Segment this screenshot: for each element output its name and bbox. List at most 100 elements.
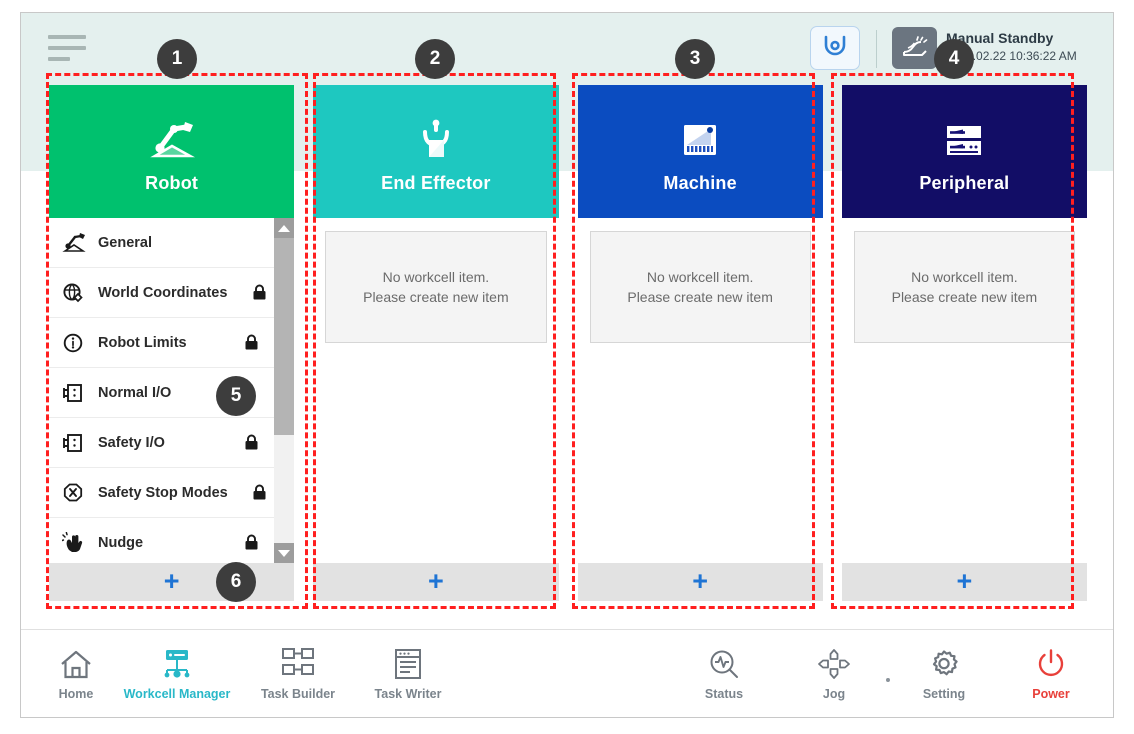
robot-arm-icon: [146, 115, 198, 167]
add-peripheral-button[interactable]: +: [841, 563, 1087, 601]
nav-item-home[interactable]: Home: [21, 644, 131, 701]
nav-label: Home: [58, 687, 94, 701]
nav-item-task-writer[interactable]: Task Writer: [353, 644, 463, 701]
globe-axis-icon: [59, 282, 89, 304]
card-header-machine[interactable]: Machine: [577, 85, 823, 218]
stop-octagon-icon: [59, 482, 89, 504]
card-header-end-effector[interactable]: End Effector: [313, 85, 559, 218]
add-machine-button[interactable]: +: [577, 563, 823, 601]
manual-hand-icon: [892, 27, 937, 69]
empty-line-1: No workcell item.: [646, 269, 754, 285]
nav-label: Jog: [822, 687, 846, 701]
server-rack-icon: [939, 115, 989, 167]
hand-nudge-icon: [59, 531, 89, 554]
header-divider: [876, 30, 877, 68]
empty-state-message: No workcell item. Please create new item: [325, 231, 547, 343]
lock-icon: [248, 284, 270, 301]
hamburger-line: [48, 46, 86, 50]
nav-item-task-builder[interactable]: Task Builder: [243, 644, 353, 701]
add-end-effector-button[interactable]: +: [313, 563, 559, 601]
menu-item-general[interactable]: General: [49, 218, 275, 268]
nav-item-status[interactable]: Status: [669, 644, 779, 701]
end-effector-body: No workcell item. Please create new item: [313, 218, 559, 563]
jog-dpad-icon: [817, 644, 851, 680]
robot-menu-list: General World Coordinates: [49, 218, 275, 563]
hamburger-line: [48, 57, 70, 61]
hamburger-line: [48, 35, 86, 39]
plus-icon: +: [427, 565, 444, 596]
annotation-badge-1: 1: [157, 39, 197, 79]
plus-icon: +: [692, 565, 709, 596]
robot-home-pose-button[interactable]: [810, 26, 860, 70]
lock-icon: [240, 334, 262, 351]
robot-arm-icon: [59, 232, 89, 254]
plus-icon: +: [163, 565, 180, 596]
task-builder-icon: [282, 648, 314, 675]
annotation-badge-6: 6: [216, 562, 256, 602]
scroll-up-arrow-icon[interactable]: [274, 218, 295, 238]
annotation-badge-4: 4: [934, 39, 974, 79]
nav-label: Setting: [922, 687, 966, 701]
menu-item-world-coordinates[interactable]: World Coordinates: [49, 268, 275, 318]
robot-menu-scrollbar[interactable]: [274, 218, 295, 563]
card-header-robot[interactable]: Robot: [49, 85, 295, 218]
menu-item-robot-limits[interactable]: Robot Limits: [49, 318, 275, 368]
bottom-navigation-bar: Home Workcell Manager: [21, 629, 1113, 717]
status-timestamp: 2022.02.22 10:36:22 AM: [946, 48, 1077, 63]
nav-item-workcell-manager[interactable]: Workcell Manager: [122, 644, 232, 701]
card-title: End Effector: [381, 173, 491, 193]
empty-line-2: Please create new item: [363, 289, 509, 305]
menu-item-label: Robot Limits: [98, 334, 187, 351]
workcell-card-end-effector: End Effector No workcell item. Please cr…: [313, 85, 559, 601]
lock-icon: [240, 534, 262, 551]
workcell-card-robot: Robot Gener: [49, 85, 295, 601]
task-writer-icon: [392, 644, 424, 680]
status-text-block: Manual Standby 2022.02.22 10:36:22 AM: [946, 29, 1077, 64]
separator-dot: [886, 678, 890, 682]
nav-label: Power: [1032, 687, 1070, 701]
empty-line-2: Please create new item: [627, 289, 773, 305]
card-title: Robot: [145, 173, 199, 193]
menu-item-label: Normal I/O: [98, 384, 172, 401]
nav-label: Task Writer: [374, 687, 442, 701]
empty-line-1: No workcell item.: [382, 269, 490, 285]
empty-line-1: No workcell item.: [911, 269, 1018, 285]
menu-item-label: World Coordinates: [98, 284, 228, 301]
nav-item-jog[interactable]: Jog: [779, 644, 889, 701]
annotation-badge-3: 3: [675, 39, 715, 79]
menu-item-label: Nudge: [98, 534, 144, 551]
menu-item-nudge[interactable]: Nudge: [49, 518, 275, 563]
scroll-down-arrow-icon[interactable]: [274, 543, 295, 563]
card-title: Peripheral: [919, 173, 1010, 193]
plus-icon: +: [956, 565, 973, 596]
robot-home-pose-icon: [822, 32, 848, 65]
add-robot-button[interactable]: +: [49, 563, 295, 601]
peripheral-body: No workcell item. Please create new item: [841, 218, 1087, 563]
empty-state-message: No workcell item. Please create new item: [853, 231, 1075, 343]
lock-icon: [240, 434, 262, 451]
menu-item-safety-io[interactable]: Safety I/O: [49, 418, 275, 468]
menu-item-label: Safety I/O: [98, 434, 165, 451]
annotation-badge-5: 5: [216, 376, 256, 416]
workcell-manager-icon: [158, 644, 196, 680]
menu-item-safety-stop-modes[interactable]: Safety Stop Modes: [49, 468, 275, 518]
menu-item-label: General: [98, 234, 152, 251]
machine-body: No workcell item. Please create new item: [577, 218, 823, 563]
card-header-peripheral[interactable]: Peripheral: [841, 85, 1087, 218]
card-title: Machine: [663, 173, 737, 193]
nav-item-power[interactable]: Power: [996, 644, 1106, 701]
io-port-icon: [59, 382, 89, 404]
lock-icon: [248, 484, 270, 501]
annotation-badge-2: 2: [415, 39, 455, 79]
nav-item-setting[interactable]: Setting: [889, 644, 999, 701]
nav-label: Task Builder: [260, 687, 336, 701]
menu-item-label: Safety Stop Modes: [98, 484, 228, 501]
limits-circle-icon: [59, 332, 89, 354]
robot-menu-body: General World Coordinates: [49, 218, 295, 563]
home-icon: [59, 644, 93, 680]
status-scope-icon: [707, 644, 741, 680]
empty-line-2: Please create new item: [891, 289, 1038, 305]
scrollbar-thumb[interactable]: [274, 238, 295, 435]
nav-label: Workcell Manager: [123, 687, 231, 701]
hamburger-menu-icon[interactable]: [48, 35, 90, 67]
